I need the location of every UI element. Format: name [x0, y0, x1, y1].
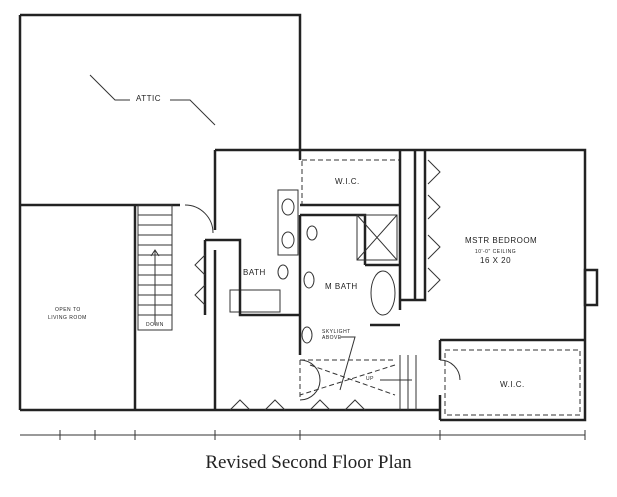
- label-attic: ATTIC: [136, 94, 162, 103]
- label-bath: BATH: [243, 268, 266, 277]
- door-swing: [184, 204, 214, 234]
- hall-closet-doors: [229, 399, 366, 411]
- label-open-to-2: LIVING ROOM: [48, 315, 87, 321]
- label-skylight-1: SKYLIGHT: [322, 329, 351, 335]
- label-skylight-2: ABOVE: [322, 335, 342, 341]
- label-master-bedroom: MSTR BEDROOM: [465, 236, 538, 245]
- dimension-line: [20, 430, 586, 440]
- master-bath-fixtures: [298, 213, 400, 355]
- stairs-up: [380, 355, 417, 410]
- closet-doors: [427, 159, 441, 293]
- label-wic-bottom: W.I.C.: [500, 380, 525, 389]
- label-open-to-1: OPEN TO: [55, 307, 81, 313]
- chimney: [583, 268, 599, 307]
- label-master-ceiling: 10'-0" CEILING: [475, 249, 517, 255]
- label-master-bath: M BATH: [325, 282, 358, 291]
- attic-walls: [18, 13, 302, 410]
- label-up: UP: [366, 376, 374, 382]
- wic-bottom: [444, 349, 581, 416]
- bath-fixtures: [194, 189, 300, 317]
- label-down: DOWN: [146, 322, 164, 328]
- label-master-size: 16 X 20: [480, 256, 512, 265]
- label-wic-top: W.I.C.: [335, 177, 360, 186]
- hall-door: [299, 359, 321, 401]
- attic-leader: [89, 74, 216, 126]
- plan-title: Revised Second Floor Plan: [205, 452, 412, 473]
- stairs: [133, 204, 173, 410]
- skylight-leader: [339, 336, 356, 391]
